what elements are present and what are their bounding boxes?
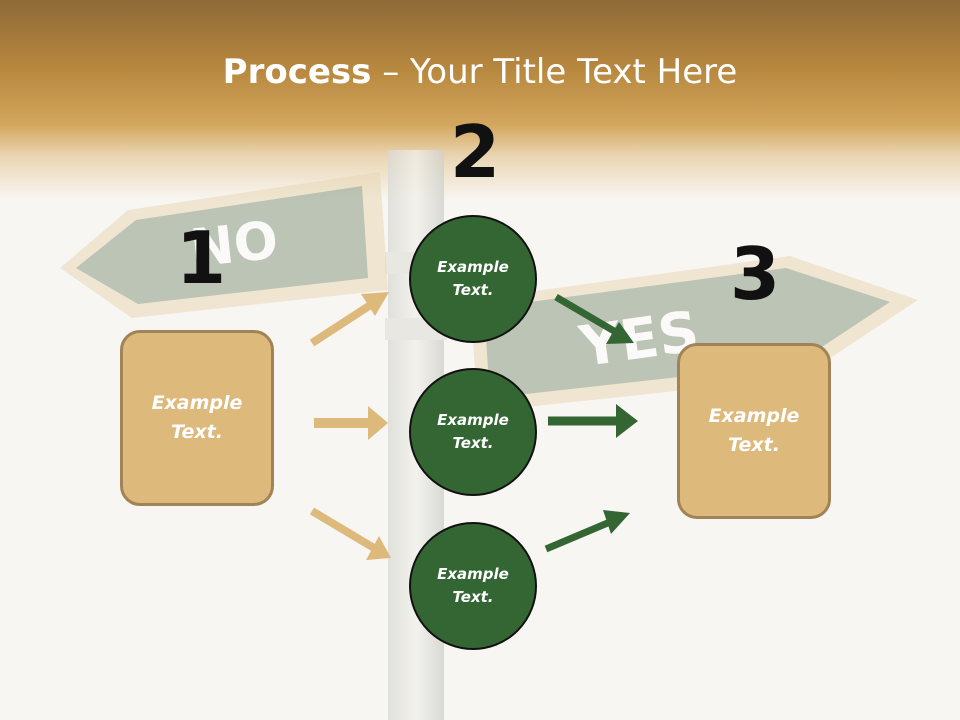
right-box-text: Example Text. xyxy=(708,405,800,456)
right-text-box[interactable]: Example Text. xyxy=(677,343,831,519)
title-bold: Process xyxy=(222,52,372,92)
circle-3[interactable]: Example Text. xyxy=(409,522,537,650)
arrow-from-circle-1 xyxy=(554,293,634,344)
circle-2-text: Example Text. xyxy=(437,411,509,452)
arrow-to-circle-1 xyxy=(309,292,389,347)
circle-1-text: Example Text. xyxy=(437,258,509,299)
arrow-from-circle-3 xyxy=(544,510,630,553)
no-sign: NO xyxy=(60,172,388,318)
left-text-box[interactable]: Example Text. xyxy=(120,330,274,506)
step-number-2: 2 xyxy=(450,110,501,194)
arrow-to-circle-3 xyxy=(309,507,391,560)
circle-3-text: Example Text. xyxy=(437,565,509,606)
circle-1[interactable]: Example Text. xyxy=(409,215,537,343)
title-rest: Your Title Text Here xyxy=(410,52,738,92)
arrow-to-circle-2 xyxy=(314,406,388,440)
arrow-from-circle-2 xyxy=(548,404,638,438)
left-box-text: Example Text. xyxy=(151,392,243,443)
step-number-1: 1 xyxy=(176,216,227,300)
no-sign-label: NO xyxy=(187,211,281,280)
title-dash: – xyxy=(371,52,411,92)
step-number-3: 3 xyxy=(730,232,781,316)
slide-title: Process – Your Title Text Here xyxy=(0,52,960,92)
circle-2[interactable]: Example Text. xyxy=(409,368,537,496)
